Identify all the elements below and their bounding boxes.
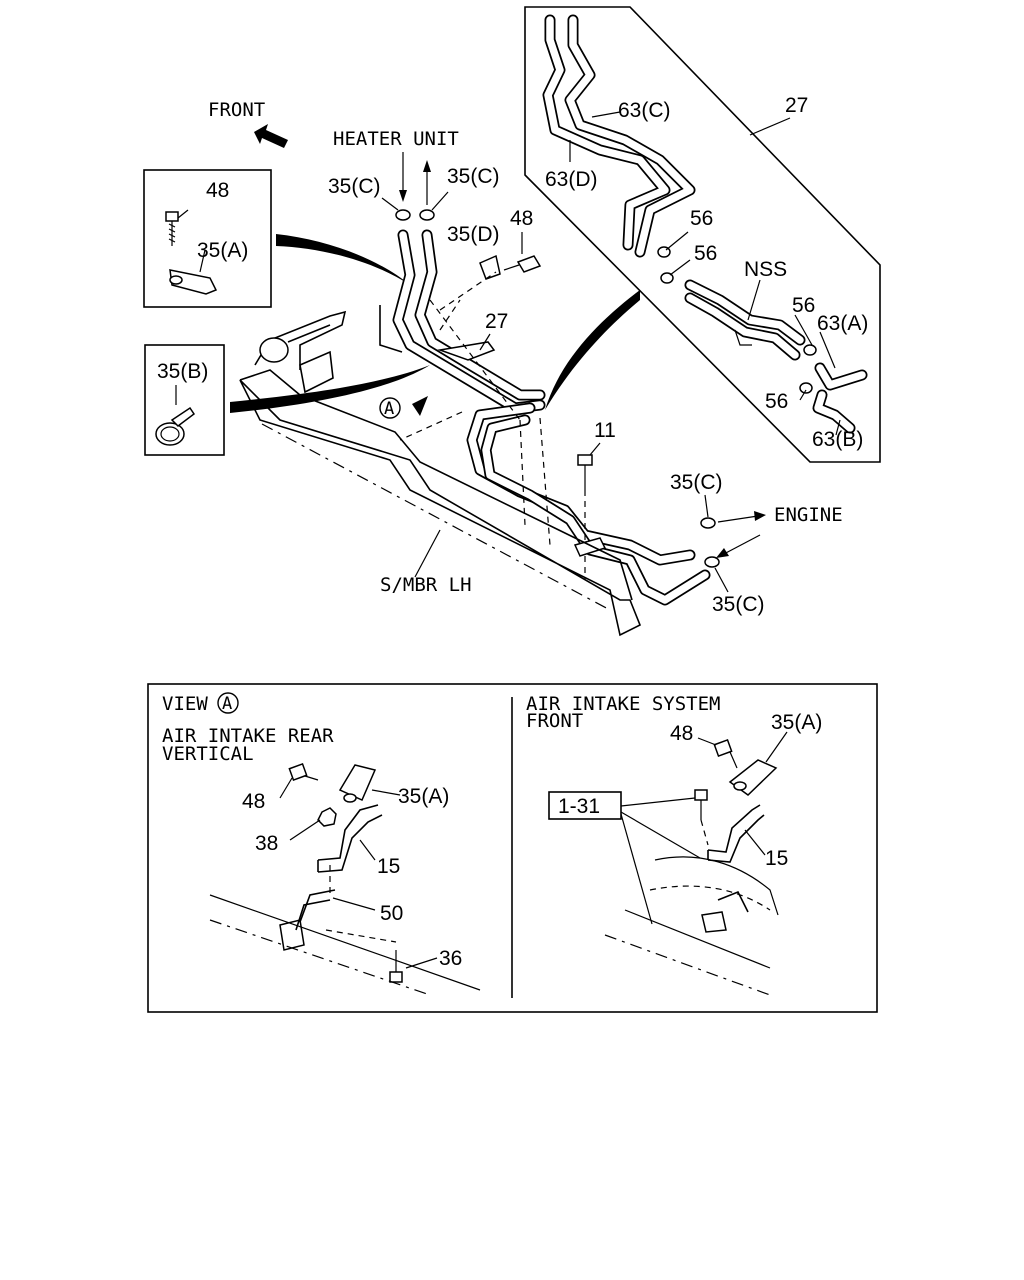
pointer-sweep-35b bbox=[230, 365, 430, 413]
front-arrow-icon bbox=[254, 124, 288, 148]
view-a-callout-15: 15 bbox=[377, 855, 400, 878]
view-a-desc-line2: VERTICAL bbox=[162, 743, 254, 765]
callout-48-inset: 48 bbox=[206, 179, 229, 202]
front-view-callout-48: 48 bbox=[670, 722, 693, 745]
callout-56-b: 56 bbox=[694, 242, 717, 265]
callout-35a-inset: 35(A) bbox=[197, 239, 248, 262]
label-heater-unit: HEATER UNIT bbox=[333, 128, 459, 150]
inset-35b: 35(B) bbox=[144, 344, 225, 456]
inset-48-35a: 48 35(A) bbox=[143, 169, 272, 308]
ref-box-1-31: 1-31 bbox=[558, 795, 600, 818]
front-view-callout-15: 15 bbox=[765, 847, 788, 870]
front-view-title-line2: FRONT bbox=[526, 710, 583, 732]
callout-35c-left: 35(C) bbox=[328, 175, 381, 198]
label-front: FRONT bbox=[208, 99, 265, 121]
label-side-member: S/MBR LH bbox=[380, 574, 472, 596]
callout-11: 11 bbox=[594, 419, 616, 442]
callout-35d: 35(D) bbox=[447, 223, 500, 246]
callout-27-main: 27 bbox=[485, 310, 508, 333]
view-a-callout-48: 48 bbox=[242, 790, 265, 813]
callout-27-inset: 27 bbox=[785, 94, 808, 117]
callout-63a: 63(A) bbox=[817, 312, 868, 335]
view-a-circle-label: A bbox=[222, 694, 232, 714]
label-nss: NSS bbox=[744, 258, 787, 281]
views-panel: VIEW A AIR INTAKE REAR VERTICAL 48 35(A)… bbox=[147, 683, 878, 1013]
inset-part-27: 63(C) 63(D) 27 56 56 NSS 56 63(A) 56 63(… bbox=[524, 6, 881, 463]
view-a-callout-50: 50 bbox=[380, 902, 403, 925]
label-engine: ENGINE bbox=[774, 504, 843, 526]
pointer-sweep-48 bbox=[276, 234, 410, 285]
pointer-sweep-inset bbox=[545, 290, 640, 410]
callout-56-d: 56 bbox=[765, 390, 788, 413]
main-assembly: FRONT HEATER UNIT 35(C) 35(C) 35(D) 48 bbox=[208, 99, 843, 637]
callout-35b-inset: 35(B) bbox=[157, 360, 208, 383]
callout-63d: 63(D) bbox=[545, 168, 598, 191]
view-a-callout-38: 38 bbox=[255, 832, 278, 855]
view-a-callout-36: 36 bbox=[439, 947, 462, 970]
arrow-from-engine-icon bbox=[716, 548, 729, 558]
callout-63b: 63(B) bbox=[812, 428, 863, 451]
arrow-a-circle-label: A bbox=[384, 399, 394, 419]
callout-63c: 63(C) bbox=[618, 99, 671, 122]
view-a-desc-line1: AIR INTAKE REAR bbox=[162, 725, 334, 747]
callout-35c-engine-top: 35(C) bbox=[670, 471, 723, 494]
arrow-up-icon bbox=[423, 160, 431, 172]
arrow-to-engine-icon bbox=[754, 511, 766, 521]
arrow-down-icon bbox=[399, 190, 407, 202]
view-a-arrow-icon bbox=[412, 396, 428, 416]
view-a-callout-35a: 35(A) bbox=[398, 785, 449, 808]
front-view-callout-35a: 35(A) bbox=[771, 711, 822, 734]
view-a-title: VIEW bbox=[162, 693, 208, 715]
callout-35c-engine-bottom: 35(C) bbox=[712, 593, 765, 616]
callout-56-a: 56 bbox=[690, 207, 713, 230]
callout-56-c: 56 bbox=[792, 294, 815, 317]
callout-35c-right: 35(C) bbox=[447, 165, 500, 188]
callout-48-main: 48 bbox=[510, 207, 533, 230]
front-view-title-line1: AIR INTAKE SYSTEM bbox=[526, 693, 720, 715]
